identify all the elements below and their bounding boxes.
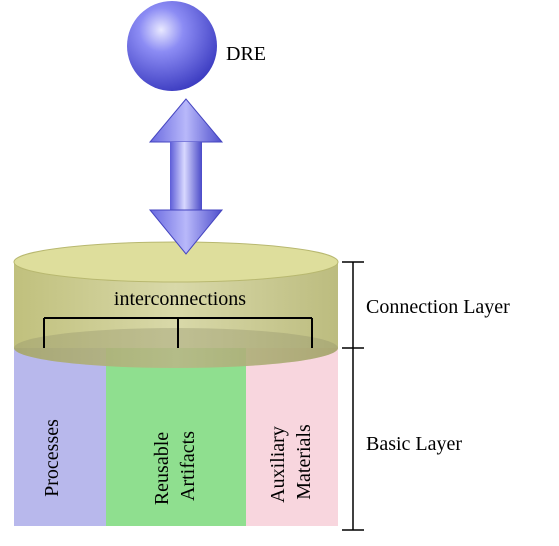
dre-sphere	[127, 1, 217, 91]
reusable-artifacts-section	[106, 348, 246, 526]
connection-layer-cylinder	[13, 241, 339, 368]
bidirectional-arrow	[148, 98, 224, 255]
processes-section	[14, 348, 106, 526]
interconnections-bracket	[43, 317, 313, 348]
reusable-artifacts-label: Reusable Artifacts	[151, 427, 199, 505]
arrow-head-up	[148, 98, 224, 143]
basic-layer-cylinder	[14, 348, 338, 526]
processes-label: Processes	[41, 419, 63, 497]
connection-layer-body	[14, 262, 338, 368]
arrow-head-down	[148, 209, 224, 255]
connection-layer-bottom-shadow	[14, 328, 338, 368]
connection-layer-top	[13, 241, 339, 283]
connection-layer-label: Connection Layer	[366, 296, 510, 318]
dre-label: DRE	[226, 43, 266, 65]
auxiliary-materials-section	[246, 348, 338, 526]
interconnections-label: interconnections	[114, 288, 246, 310]
basic-layer-label: Basic Layer	[366, 433, 462, 455]
auxiliary-materials-label: Auxiliary Materials	[267, 421, 315, 503]
layer-dimension-markers	[342, 261, 364, 531]
arrow-shaft	[170, 142, 202, 210]
